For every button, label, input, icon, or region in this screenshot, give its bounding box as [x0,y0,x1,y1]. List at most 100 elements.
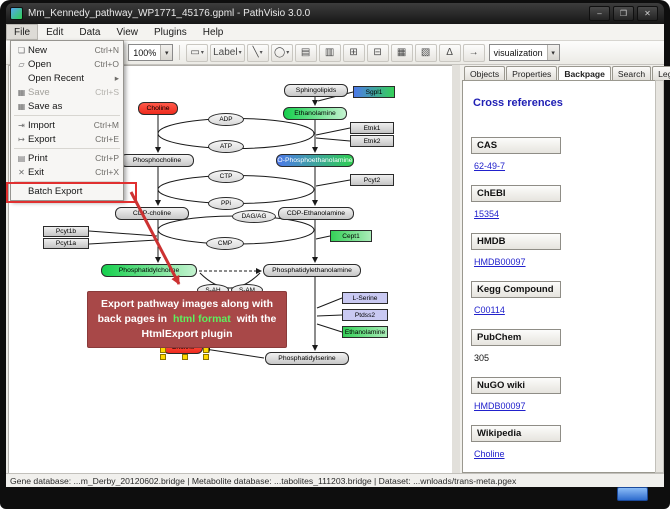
menu-view[interactable]: View [116,26,138,38]
menu-file[interactable]: File [6,24,39,40]
pathway-node-sphingolipids[interactable]: Sphingolipids [284,84,348,97]
html-format-highlight: html format [173,312,231,325]
panel-splitter[interactable] [452,65,460,474]
undo-button[interactable]: Δ [438,43,461,62]
submenu-arrow-icon: ▸ [114,72,119,83]
tab-legend[interactable]: Legend [652,66,670,80]
common-width-button[interactable]: ⊞ [342,43,365,62]
selection-handle[interactable] [203,354,209,360]
pathway-node-phosphocholine[interactable]: Phosphocholine [120,154,194,167]
pathway-node-cdp-choline[interactable]: CDP-choline [115,207,189,220]
pathway-node-o-phosphoethanolamine[interactable]: O-Phosphoethanolamine [276,154,354,167]
stack-vertical-button[interactable]: ▦ [390,43,413,62]
selection-handle[interactable] [182,354,188,360]
tab-backpage[interactable]: Backpage [558,66,611,80]
menu-edit[interactable]: Edit [46,26,64,38]
toolbar-tools-group: ▭▾Label▾╲▾◯▾▤▥⊞⊟▦▧Δ→ [186,43,485,62]
menu-separator [14,148,120,149]
datanode-tool-button[interactable]: ▭▾ [186,43,209,62]
panel-scrollbar[interactable] [655,80,664,473]
pathway-node-choline[interactable]: Choline [138,102,178,115]
tab-properties[interactable]: Properties [506,66,558,80]
xref-value-hmdb[interactable]: HMDB00097 [474,257,526,267]
dropdown-arrow-icon[interactable]: ▾ [286,50,290,56]
zoom-combobox[interactable]: 100% ▾ [128,44,174,61]
import-icon: ⇥ [18,120,25,130]
pathway-node-cmp[interactable]: CMP [206,237,244,250]
export-icon: ↦ [18,134,25,144]
common-height-button[interactable]: ⊟ [366,43,389,62]
file-menu-item-batch-export[interactable]: Batch Export [11,184,123,198]
tab-search[interactable]: Search [611,66,652,80]
align-horizontal-button[interactable]: ▤ [294,43,317,62]
pathway-node-l-serine[interactable]: L-Serine [342,292,388,304]
dropdown-arrow-icon[interactable]: ▾ [160,45,173,60]
pathway-node-atp[interactable]: ATP [208,140,244,153]
close-button[interactable]: ✕ [637,6,658,21]
open-folder-icon: ▱ [18,59,25,69]
toolbar-separator [179,45,181,60]
print-icon: ▤ [17,153,26,163]
menu-data[interactable]: Data [79,26,101,38]
pathway-node-ethanolamine[interactable]: Ethanolamine [342,326,388,338]
title-bar[interactable]: Mm_Kennedy_pathway_WP1771_45176.gpml - P… [6,3,664,24]
visualization-combobox[interactable]: visualization ▾ [488,44,560,61]
pathway-node-pcyt1a[interactable]: Pcyt1a [43,238,89,249]
menu-item-shortcut: Ctrl+M [93,120,119,130]
pathway-node-cept1[interactable]: Cept1 [330,230,372,242]
callout-text: Export pathway images along with back pa… [96,297,278,343]
file-menu-item-open-recent[interactable]: Open Recent▸ [11,71,123,85]
pathway-node-cdp-ethanolamine[interactable]: CDP-Ethanolamine [278,207,354,220]
xref-value-nugo-wiki[interactable]: HMDB00097 [474,401,526,411]
file-menu-item-save-as[interactable]: ▦Save as [11,99,123,113]
selection-handle[interactable] [160,354,166,360]
dropdown-arrow-icon[interactable]: ▾ [238,50,242,56]
window-title: Mm_Kennedy_pathway_WP1771_45176.gpml - P… [28,8,311,19]
xref-header-hmdb: HMDB [471,233,561,250]
stack-horizontal-button[interactable]: ▧ [414,43,437,62]
minimize-button[interactable]: – [589,6,610,21]
dropdown-arrow-icon[interactable]: ▾ [259,50,263,56]
tab-objects[interactable]: Objects [464,66,506,80]
dropdown-arrow-icon[interactable]: ▾ [200,50,204,56]
pathway-node-etnk2[interactable]: Etnk2 [350,135,394,147]
menu-help[interactable]: Help [202,26,224,38]
line-tool-button[interactable]: ╲▾ [246,43,269,62]
pathway-node-ctp[interactable]: CTP [208,170,244,183]
pathway-node-pcyt2[interactable]: Pcyt2 [350,174,394,186]
pathway-node-sgpl1[interactable]: Sgpl1 [353,86,395,98]
xref-value-wikipedia[interactable]: Choline [474,449,505,459]
pathway-node-ethanolamine[interactable]: Ethanolamine [283,107,347,120]
pathway-node-adp[interactable]: ADP [208,113,244,126]
pathway-node-phosphatidylethanolamine[interactable]: Phosphatidylethanolamine [263,264,361,277]
align-vertical-button[interactable]: ▥ [318,43,341,62]
pathway-node-ppi[interactable]: PPi [208,197,244,210]
maximize-button[interactable]: ❒ [613,6,634,21]
pathway-node-phosphatidylserine[interactable]: Phosphatidylserine [265,352,349,365]
xref-value-kegg-compound[interactable]: C00114 [474,305,505,315]
exit-icon: ✕ [18,167,25,177]
pathway-node-etnk1[interactable]: Etnk1 [350,122,394,134]
dropdown-arrow-icon[interactable]: ▾ [546,45,559,60]
taskbar-blue-chip [617,487,648,501]
pathway-node-phosphatidylcholine[interactable]: Phosphatidylcholine [101,264,197,277]
pathway-node-ptdss2[interactable]: Ptdss2 [342,309,388,321]
menu-item-shortcut: Ctrl+S [95,87,119,97]
redo-button[interactable]: → [462,43,485,62]
pathway-node-dag-ag[interactable]: DAG/AG [232,210,276,223]
pathway-node-pcyt1b[interactable]: Pcyt1b [43,226,89,237]
shape-tool-button[interactable]: ◯▾ [270,43,293,62]
menu-plugins[interactable]: Plugins [153,26,187,38]
xref-value-chebi[interactable]: 15354 [474,209,500,219]
xref-value-cas[interactable]: 62-49-7 [474,161,506,171]
label-tool-button[interactable]: Label▾ [210,43,245,62]
